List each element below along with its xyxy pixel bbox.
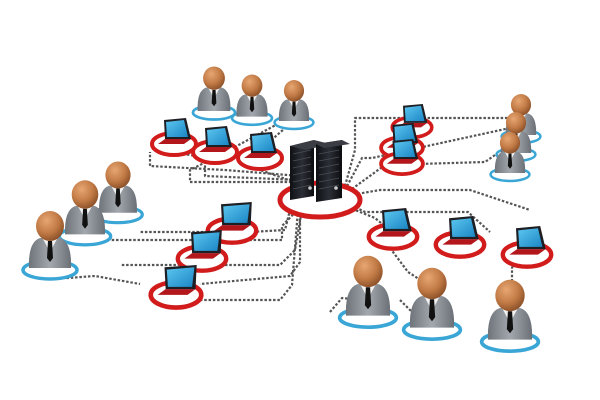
- server-slot: [292, 177, 312, 183]
- tie: [249, 96, 255, 113]
- server-slot: [318, 149, 340, 155]
- laptop-base: [244, 153, 277, 158]
- cable-line: [199, 206, 302, 286]
- laptop-base: [509, 249, 546, 255]
- server-slot: [318, 170, 340, 176]
- server-icon: [277, 140, 363, 220]
- tie: [211, 89, 217, 107]
- person-icon: [273, 80, 315, 131]
- server-slot: [292, 184, 312, 190]
- tie: [506, 311, 514, 334]
- laptop-screen: [252, 134, 274, 151]
- head: [417, 267, 447, 300]
- server-led: [308, 186, 312, 190]
- laptop-icon: [433, 216, 487, 259]
- person-icon: [489, 132, 531, 183]
- laptop-icon: [148, 265, 204, 310]
- server-slot: [318, 156, 340, 162]
- person-icon: [191, 66, 237, 121]
- person-icon: [21, 211, 79, 281]
- cable-line: [344, 126, 511, 191]
- laptop-screen: [518, 228, 543, 247]
- head: [105, 161, 131, 189]
- server-slot: [318, 163, 340, 169]
- laptop-icon: [366, 208, 420, 251]
- server-slot: [292, 163, 312, 169]
- laptop-base: [386, 158, 419, 164]
- head: [203, 66, 225, 90]
- head: [283, 80, 305, 102]
- cable-line: [343, 116, 510, 187]
- tie: [115, 188, 121, 208]
- server-led: [334, 186, 338, 190]
- laptop-base: [158, 139, 191, 144]
- laptop-icon: [500, 226, 554, 269]
- laptop-screen: [394, 124, 416, 142]
- laptop-icon: [175, 230, 229, 273]
- cable-line: [175, 209, 300, 302]
- server-slot: [292, 149, 312, 155]
- head: [495, 279, 525, 312]
- laptop-screen: [166, 267, 195, 287]
- head: [353, 255, 383, 288]
- server-slot: [292, 170, 312, 176]
- laptop-icon: [205, 202, 259, 245]
- laptop-screen: [207, 128, 229, 145]
- server-slot: [318, 184, 340, 190]
- head: [36, 211, 64, 241]
- head: [505, 112, 527, 134]
- laptop-screen: [451, 218, 476, 237]
- head: [510, 94, 532, 116]
- laptop-icon: [236, 132, 284, 171]
- server-tower-left: [290, 140, 314, 200]
- laptop-base: [184, 253, 221, 259]
- laptop-base: [442, 239, 479, 245]
- cable-line: [188, 119, 300, 184]
- person-icon: [337, 255, 399, 329]
- laptop-screen: [404, 105, 425, 122]
- laptop-screen: [394, 140, 416, 158]
- tie: [291, 101, 297, 117]
- laptop-icon: [150, 118, 198, 157]
- laptop-icon: [191, 126, 239, 165]
- server-top: [316, 140, 350, 148]
- head: [241, 74, 263, 97]
- person-icon: [401, 267, 463, 341]
- person-icon: [230, 74, 274, 127]
- tie: [82, 208, 88, 229]
- network-nodes: [21, 66, 554, 353]
- laptop-base: [375, 231, 412, 237]
- tie: [364, 287, 372, 310]
- tie: [428, 299, 436, 322]
- laptop-screen: [193, 232, 220, 251]
- laptop-base: [214, 225, 251, 231]
- laptop-icon: [379, 139, 425, 177]
- head: [71, 180, 99, 209]
- head: [499, 132, 521, 154]
- laptop-screen: [223, 204, 250, 223]
- person-icon: [92, 161, 144, 225]
- person-icon: [57, 180, 113, 247]
- laptop-base: [199, 147, 232, 152]
- cable-line: [45, 274, 141, 286]
- cable-line: [344, 188, 531, 212]
- laptop-screen: [384, 210, 409, 229]
- cable-line: [110, 201, 306, 242]
- server-top: [290, 140, 330, 150]
- cable-line: [344, 147, 506, 195]
- person-icon: [479, 279, 541, 353]
- cable-line: [148, 152, 301, 178]
- laptop-base: [157, 289, 196, 295]
- server-slot: [292, 156, 312, 162]
- tie: [507, 153, 513, 169]
- tie: [47, 241, 53, 262]
- server-slot: [318, 177, 340, 183]
- laptop-screen: [166, 120, 188, 137]
